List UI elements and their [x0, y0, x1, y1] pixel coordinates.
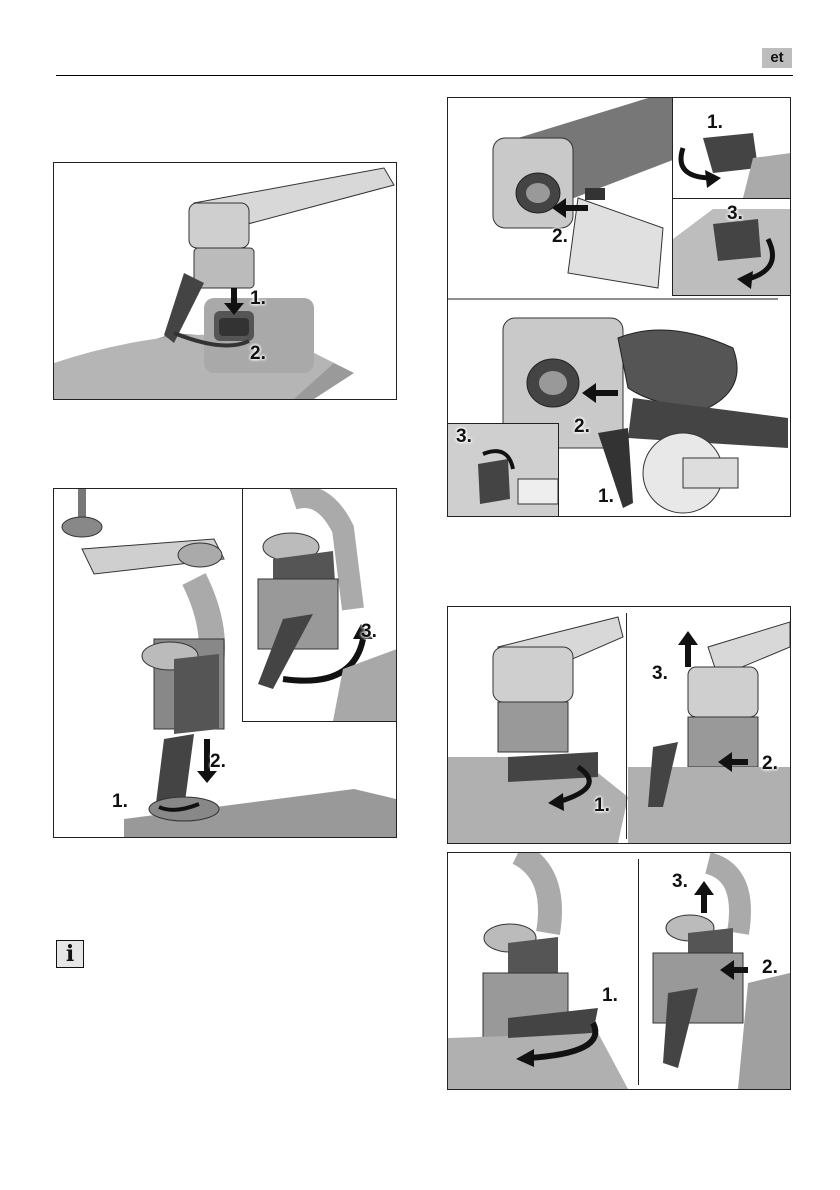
figure-3-bottom-step-3: 3. [456, 426, 472, 448]
figure-1-illustration [54, 163, 396, 399]
figure-3-bottom-step-1: 1. [598, 486, 614, 508]
figure-2-step-1: 1. [112, 791, 128, 813]
info-icon: i [56, 940, 84, 968]
figure-4b-remove-cutting-guard: 1. 2. 3. [447, 852, 791, 1090]
figure-3-detail-top-3: 3. [672, 198, 791, 296]
header-rule [56, 75, 793, 76]
figure-3-top-step-2: 2. [552, 226, 568, 248]
figure-4-top-step-3: 3. [652, 663, 668, 685]
figure-2-detail-illustration [243, 489, 397, 721]
figure-4b-illustration [448, 853, 790, 1089]
figure-4b-step-1: 1. [602, 985, 618, 1007]
figure-1-step-2: 2. [250, 343, 266, 365]
figure-3-bottom-step-2: 2. [574, 416, 590, 438]
figure-2-attach-cutting-guard: 3. 1. 2. [53, 488, 397, 838]
figure-4b-step-2: 2. [762, 957, 778, 979]
figure-3-attach-handle: 1. 3. 3. 2. 2. 1. [447, 97, 791, 517]
figure-3-top-step-1: 1. [707, 112, 723, 134]
figure-3-detail-top-1-illustration [673, 98, 791, 198]
figure-3-top-step-3: 3. [727, 203, 743, 225]
figure-4-top-divider [626, 613, 627, 839]
figure-4-top-step-2: 2. [762, 753, 778, 775]
language-badge: et [762, 48, 792, 68]
figure-4-illustration [448, 607, 790, 843]
figure-4-remove-guard: 1. 2. 3. [447, 606, 791, 844]
figure-2-step-3: 3. [361, 621, 377, 643]
figure-2-step-2: 2. [210, 751, 226, 773]
figure-2-detail-inset: 3. [242, 488, 397, 722]
figure-1-attach-guard: 1. 2. [53, 162, 397, 400]
figure-1-step-1: 1. [250, 288, 266, 310]
figure-4-top-step-1: 1. [594, 795, 610, 817]
figure-4b-divider [638, 859, 639, 1085]
figure-3-detail-top-1: 1. [672, 97, 791, 199]
figure-4b-step-3: 3. [672, 871, 688, 893]
figure-3-detail-bottom-3: 3. [447, 423, 559, 517]
